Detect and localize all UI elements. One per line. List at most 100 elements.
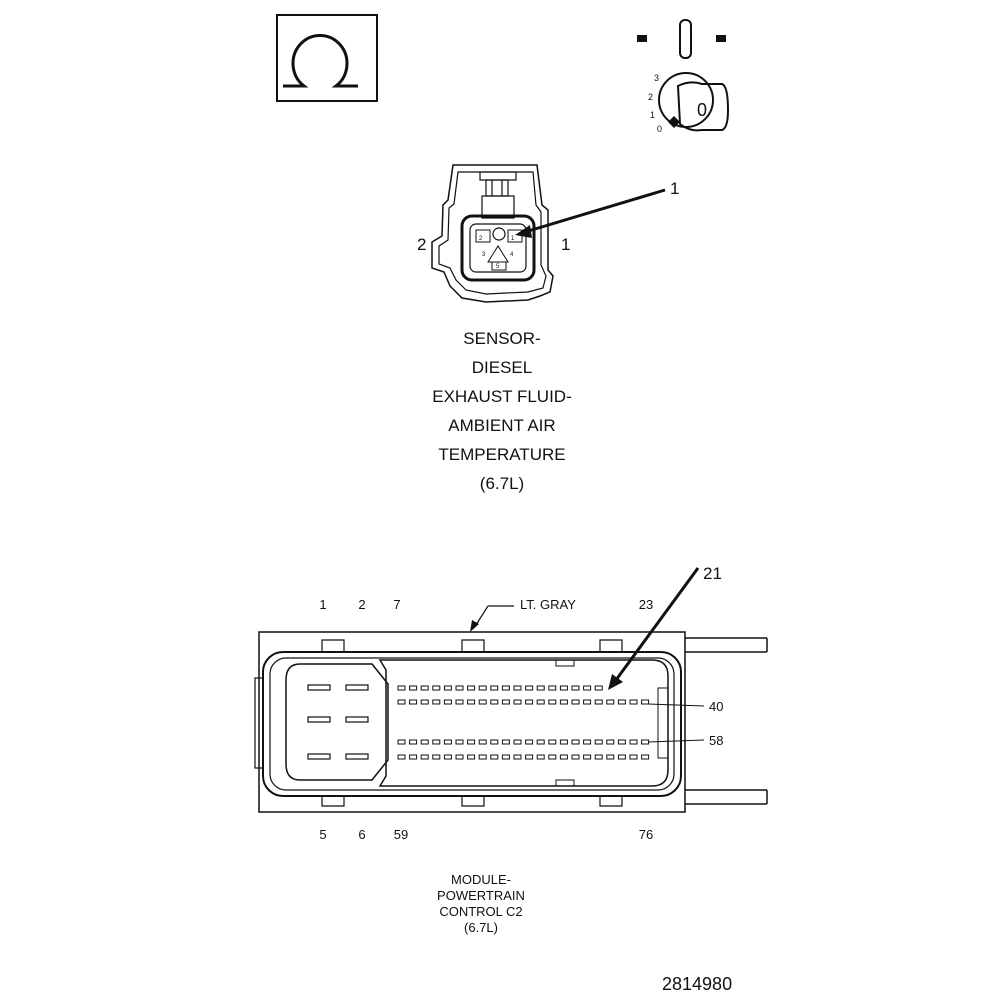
pin-slot bbox=[617, 699, 626, 705]
sensor-title-line: TEMPERATURE bbox=[438, 445, 565, 464]
pin-slot bbox=[536, 699, 545, 705]
pin-slot bbox=[490, 685, 499, 691]
sensor-connector-drawing: 2 1 3 4 5 bbox=[431, 164, 554, 303]
pin-slot bbox=[571, 754, 580, 760]
pin-slot bbox=[641, 754, 650, 760]
pcm-title-line: POWERTRAIN bbox=[437, 888, 525, 903]
pin-slot bbox=[409, 739, 418, 745]
pin-slot bbox=[606, 754, 615, 760]
pin-slot bbox=[432, 739, 441, 745]
pin-slot bbox=[432, 699, 441, 705]
sensor-callout-arrow bbox=[515, 188, 666, 238]
pin-slot bbox=[455, 739, 464, 745]
pin-slot bbox=[559, 685, 568, 691]
pin-slot bbox=[397, 754, 406, 760]
pin-slot bbox=[594, 754, 603, 760]
pin-slot bbox=[455, 754, 464, 760]
pin-slot bbox=[443, 699, 452, 705]
pin-slot bbox=[559, 699, 568, 705]
pin-40-leader bbox=[647, 703, 705, 707]
pin-label-bottom: 6 bbox=[358, 827, 365, 842]
pin-slot bbox=[478, 685, 487, 691]
key-position-2: 2 bbox=[648, 92, 653, 102]
pin-slot bbox=[583, 699, 592, 705]
pin-slot bbox=[629, 739, 638, 745]
pin-label-top: 1 bbox=[319, 597, 326, 612]
pin-slot bbox=[525, 699, 534, 705]
pin-slot bbox=[490, 739, 499, 745]
pin-slot bbox=[571, 699, 580, 705]
pin-slot bbox=[617, 739, 626, 745]
sensor-side-label-right: 1 bbox=[561, 235, 570, 254]
pin-slot bbox=[409, 699, 418, 705]
pin-slot bbox=[501, 739, 510, 745]
pin-slot bbox=[559, 754, 568, 760]
pin-slot bbox=[559, 739, 568, 745]
pin-slot bbox=[606, 699, 615, 705]
cavity-label-3: 3 bbox=[482, 252, 486, 258]
sensor-title: SENSOR- DIESEL EXHAUST FLUID- AMBIENT AI… bbox=[432, 329, 572, 493]
pin-slot bbox=[641, 739, 650, 745]
pin-slot bbox=[397, 699, 406, 705]
pin-slot bbox=[455, 685, 464, 691]
sensor-callout-number: 1 bbox=[670, 179, 679, 198]
pin-slot bbox=[571, 685, 580, 691]
sensor-side-label-left: 2 bbox=[417, 235, 426, 254]
ignition-key-icon: 3 2 1 0 0 bbox=[637, 19, 730, 134]
pin-slot bbox=[513, 699, 522, 705]
pin-slot bbox=[420, 739, 429, 745]
cavity-label-4: 4 bbox=[510, 252, 514, 258]
pin-label-right: 58 bbox=[709, 733, 723, 748]
pin-slot bbox=[467, 685, 476, 691]
pin-slot bbox=[536, 685, 545, 691]
sensor-title-line: SENSOR- bbox=[463, 329, 540, 348]
pin-slot bbox=[397, 739, 406, 745]
pin-slot bbox=[501, 685, 510, 691]
pin-label-right: 40 bbox=[709, 699, 723, 714]
pin-slot bbox=[513, 754, 522, 760]
pin-slot bbox=[420, 685, 429, 691]
figure-number: 2814980 bbox=[662, 974, 732, 994]
pin-slot bbox=[443, 685, 452, 691]
pin-slot bbox=[432, 754, 441, 760]
pin-slot bbox=[478, 739, 487, 745]
pin-label-top: 7 bbox=[393, 597, 400, 612]
key-position-3: 3 bbox=[654, 73, 659, 83]
pin-slot bbox=[513, 685, 522, 691]
pin-slot bbox=[525, 754, 534, 760]
pin-slot bbox=[443, 754, 452, 760]
pin-slot bbox=[432, 685, 441, 691]
pin-slot bbox=[594, 699, 603, 705]
pcm-pin-rows bbox=[397, 685, 650, 760]
pin-slot bbox=[594, 739, 603, 745]
sensor-title-line: EXHAUST FLUID- bbox=[432, 387, 572, 406]
pin-slot bbox=[536, 739, 545, 745]
pin-slot bbox=[536, 754, 545, 760]
sensor-title-line: AMBIENT AIR bbox=[448, 416, 555, 435]
pin-slot bbox=[548, 754, 557, 760]
pin-slot bbox=[641, 699, 650, 705]
pin-slot bbox=[420, 754, 429, 760]
pin-slot bbox=[467, 754, 476, 760]
pin-slot bbox=[606, 739, 615, 745]
pin-slot bbox=[397, 685, 406, 691]
pin-slot bbox=[629, 699, 638, 705]
pcm-title-line: (6.7L) bbox=[464, 920, 498, 935]
pin-slot bbox=[467, 699, 476, 705]
key-face-label: 0 bbox=[697, 100, 707, 120]
pin-slot bbox=[617, 754, 626, 760]
pin-slot bbox=[583, 754, 592, 760]
pin-slot bbox=[583, 739, 592, 745]
pin-slot bbox=[490, 699, 499, 705]
pin-slot bbox=[629, 754, 638, 760]
pcm-color-label: LT. GRAY bbox=[520, 597, 576, 612]
pin-label-bottom: 59 bbox=[394, 827, 408, 842]
pin-label-top: 2 bbox=[358, 597, 365, 612]
pin-slot bbox=[443, 739, 452, 745]
pin-slot bbox=[525, 739, 534, 745]
pin-slot bbox=[548, 739, 557, 745]
pin-slot bbox=[548, 685, 557, 691]
sensor-title-line: (6.7L) bbox=[480, 474, 524, 493]
cavity-label-1: 1 bbox=[511, 236, 515, 242]
